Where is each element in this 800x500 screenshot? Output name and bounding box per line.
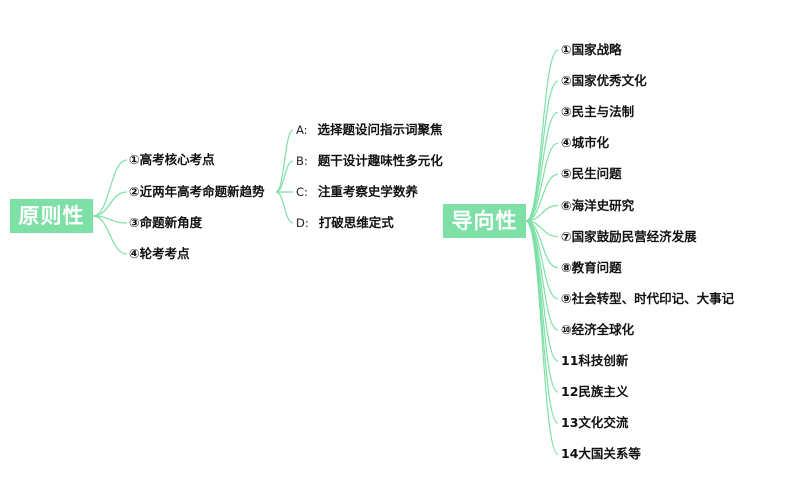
right-branch-5: ⑤民生问题: [561, 166, 622, 182]
right-connector-12: [525, 220, 559, 393]
sub-branch-letter: B:: [296, 154, 308, 168]
sub-branch-4: D: 打破思维定式: [296, 215, 394, 231]
right-branch-6: ⑥海洋史研究: [561, 197, 635, 213]
right-connector-6: [525, 204, 559, 222]
right-connector-4: [525, 142, 559, 222]
right-connector-14: [525, 220, 559, 455]
sub-branch-2: B: 题干设计趣味性多元化: [296, 153, 443, 169]
right-branch-14: 14大国关系等: [561, 446, 641, 462]
sub-connector-1: [275, 129, 294, 193]
right-branch-2: ②国家优秀文化: [561, 73, 647, 89]
left-connector-2: [92, 191, 128, 217]
right-branch-8: ⑧教育问题: [561, 259, 622, 275]
root-node-left: 原则性: [10, 199, 93, 233]
right-connector-3: [525, 111, 559, 222]
right-branch-9: ⑨社会转型、时代印记、大事记: [561, 290, 735, 306]
sub-branch-text: 选择题设问指示词聚焦: [317, 122, 443, 137]
sub-branch-letter: D:: [296, 216, 309, 230]
right-branch-3: ③民主与法制: [561, 104, 635, 120]
left-branch-3: ③命题新角度: [129, 215, 203, 230]
right-branch-11: 11科技创新: [561, 353, 629, 368]
sub-branch-text: 题干设计趣味性多元化: [317, 153, 443, 168]
right-connector-2: [525, 80, 559, 222]
right-branch-10: ⑩经济全球化: [561, 321, 635, 337]
right-branch-12: 12民族主义: [561, 384, 629, 400]
right-connector-1: [525, 49, 559, 222]
root-node-right: 导向性: [443, 204, 526, 238]
left-connector-1: [92, 159, 128, 217]
sub-branch-letter: C:: [296, 185, 308, 199]
sub-connector-2: [275, 160, 294, 193]
sub-branch-3: C: 注重考察史学数养: [296, 184, 418, 200]
left-connector-4: [92, 215, 128, 255]
sub-branch-text: 注重考察史学数养: [317, 184, 418, 199]
left-branch-2: ②近两年高考命题新趋势: [129, 184, 265, 199]
right-branch-1: ①国家战略: [561, 42, 622, 57]
right-connector-10: [525, 220, 559, 331]
right-branch-7: ⑦国家鼓励民营经济发展: [561, 228, 697, 244]
right-connector-5: [525, 173, 559, 222]
right-branch-4: ④城市化: [561, 135, 610, 151]
left-branch-1: ①高考核心考点: [129, 152, 215, 167]
right-connector-13: [525, 220, 559, 424]
sub-branch-1: A: 选择题设问指示词聚焦: [296, 122, 443, 138]
sub-branch-letter: A:: [296, 123, 308, 137]
right-branch-13: 13文化交流: [561, 415, 629, 431]
sub-connector-4: [275, 191, 294, 224]
left-branch-4: ④轮考考点: [129, 246, 190, 261]
sub-branch-text: 打破思维定式: [318, 215, 394, 230]
